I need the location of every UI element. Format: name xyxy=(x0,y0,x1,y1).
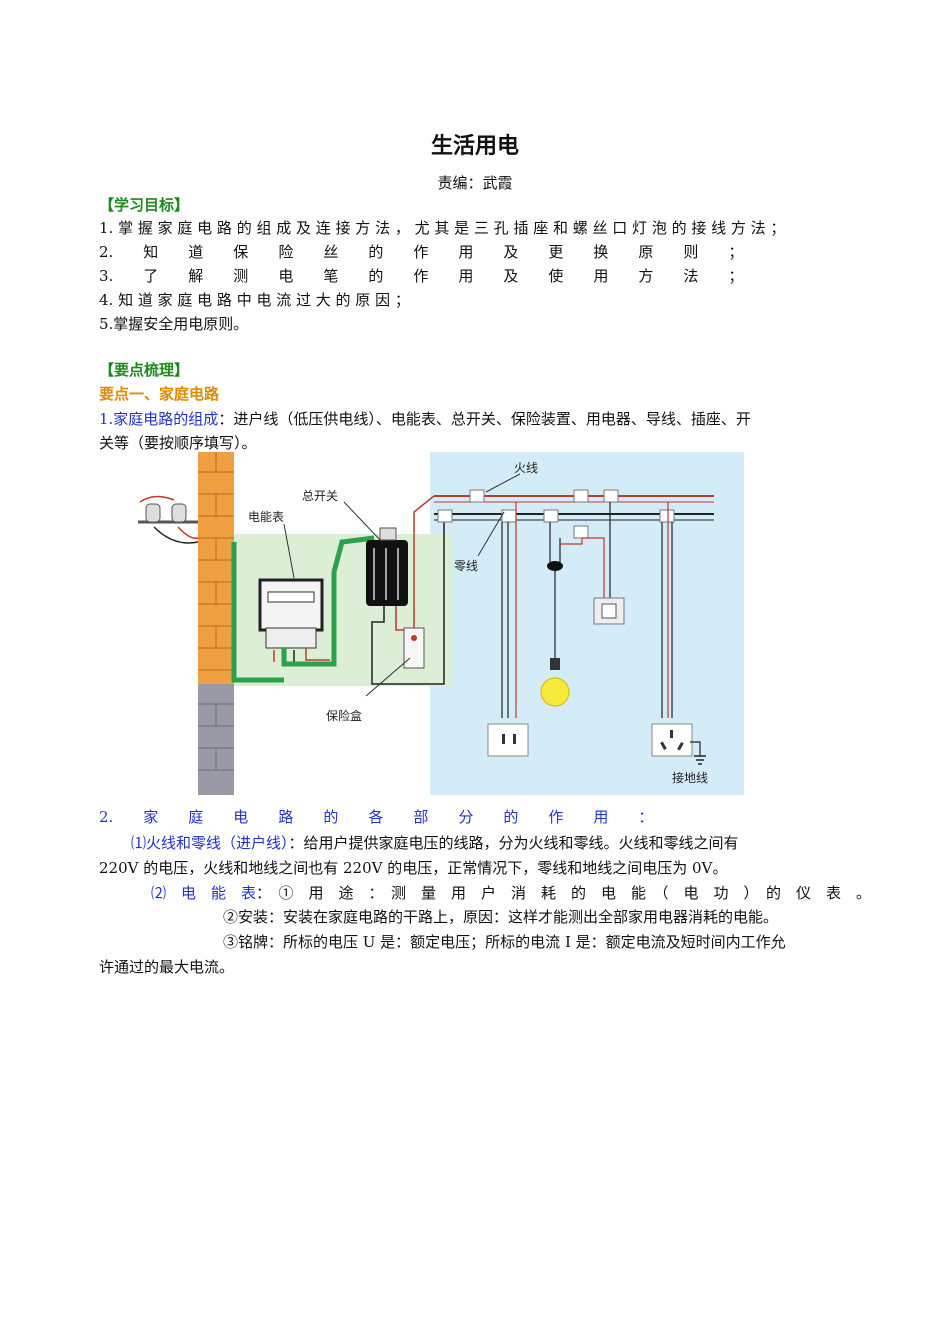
goal-2: 2. 知 道 保 险 丝 的 作 用 及 更 换 原 则 ； xyxy=(99,243,744,261)
zero-wire-label: 零线 xyxy=(454,559,478,573)
insulator-left xyxy=(145,503,161,523)
main-switch xyxy=(366,540,408,606)
switch-label: 总开关 xyxy=(302,489,338,503)
electric-meter xyxy=(258,578,324,632)
paragraph-6-line-1: ③铭牌：所标的电压 U 是：额定电压；所标的电流 I 是：额定电流及短时间内工作… xyxy=(99,931,851,953)
paragraph-1-line-1: 1.家庭电路的组成：进户线（低压供电线）、电能表、总开关、保险装置、用电器、导线… xyxy=(99,408,851,430)
paragraph-6-line-2: 许通过的最大电流。 xyxy=(99,958,235,976)
fuse-box xyxy=(403,627,425,669)
paragraph-4-line: ⑵ 电 能 表： ① 用 途 ： 测 量 用 户 消 耗 的 电 能 （ 电 功… xyxy=(99,882,871,904)
p3-text-a: ：给用户提供家庭电压的线路，分为火线和零线。火线和零线之间有 xyxy=(288,834,739,852)
brick-wall-lower xyxy=(198,684,234,795)
ground-wire-label: 接地线 xyxy=(672,770,708,785)
goal-3: 3. 了 解 测 电 笔 的 作 用 及 使 用 方 法 ； xyxy=(99,267,744,285)
circuit-svg: 电能表 总开关 火线 零线 保险盒 接地线 xyxy=(138,452,744,795)
page-title: 生活用电 xyxy=(430,134,519,159)
section-1-heading: 要点一、家庭电路 xyxy=(99,385,220,403)
fire-wire-label: 火线 xyxy=(514,461,538,475)
goal-5: 5.掌握安全用电原则。 xyxy=(99,315,249,333)
p6-text-a: ③铭牌：所标的电压 U 是：额定电压；所标的电流 I 是：额定电流及短时间内工作… xyxy=(223,933,786,951)
light-bulb xyxy=(540,677,570,707)
p4-text: ： ① 用 途 ： 测 量 用 户 消 耗 的 电 能 （ 电 功 ） 的 仪 … xyxy=(256,884,872,902)
paragraph-5-line: ②安装：安装在家庭电路的干路上，原因：这样才能测出全部家用电器消耗的电能。 xyxy=(99,906,851,928)
diagram-panel xyxy=(430,452,744,795)
paragraph-3-line-1: ⑴火线和零线（进户线）：给用户提供家庭电压的线路，分为火线和零线。火线和零线之间… xyxy=(99,832,851,854)
brick-wall-upper xyxy=(198,452,234,684)
p4-label: ⑵ 电 能 表 xyxy=(151,884,257,902)
goals-header: 【学习目标】 xyxy=(99,196,190,214)
keypoints-header: 【要点梳理】 xyxy=(99,361,190,379)
p1-text-a: ：进户线（低压供电线）、电能表、总开关、保险装置、用电器、导线、插座、开 xyxy=(218,410,751,428)
meter-label: 电能表 xyxy=(248,510,284,524)
goal-1: 1. 掌 握 家 庭 电 路 的 组 成 及 连 接 方 法 ， 尤 其 是 三… xyxy=(99,219,786,237)
paragraph-1-line-2: 关等（要按顺序填写）。 xyxy=(99,434,257,452)
household-circuit-diagram: 电能表 总开关 火线 零线 保险盒 接地线 xyxy=(134,452,746,797)
fuse-box-label: 保险盒 xyxy=(326,708,362,723)
p1-label: 1.家庭电路的组成 xyxy=(99,410,219,428)
two-pin-socket xyxy=(487,723,529,757)
three-pin-socket xyxy=(651,723,693,757)
goal-4: 4. 知 道 家 庭 电 路 中 电 流 过 大 的 原 因 ； xyxy=(99,291,410,309)
paragraph-2-heading: 2. 家 庭 电 路 的 各 部 分 的 作 用 ： xyxy=(99,808,654,826)
author-line: 责编：武霞 xyxy=(437,174,513,192)
p3-label: ⑴火线和零线（进户线） xyxy=(131,834,289,852)
paragraph-3-line-2: 220V 的电压，火线和地线之间也有 220V 的电压，正常情况下，零线和地线之… xyxy=(99,859,728,877)
insulator-right xyxy=(171,503,187,523)
p5-text: ②安装：安装在家庭电路的干路上，原因：这样才能测出全部家用电器消耗的电能。 xyxy=(223,908,779,926)
